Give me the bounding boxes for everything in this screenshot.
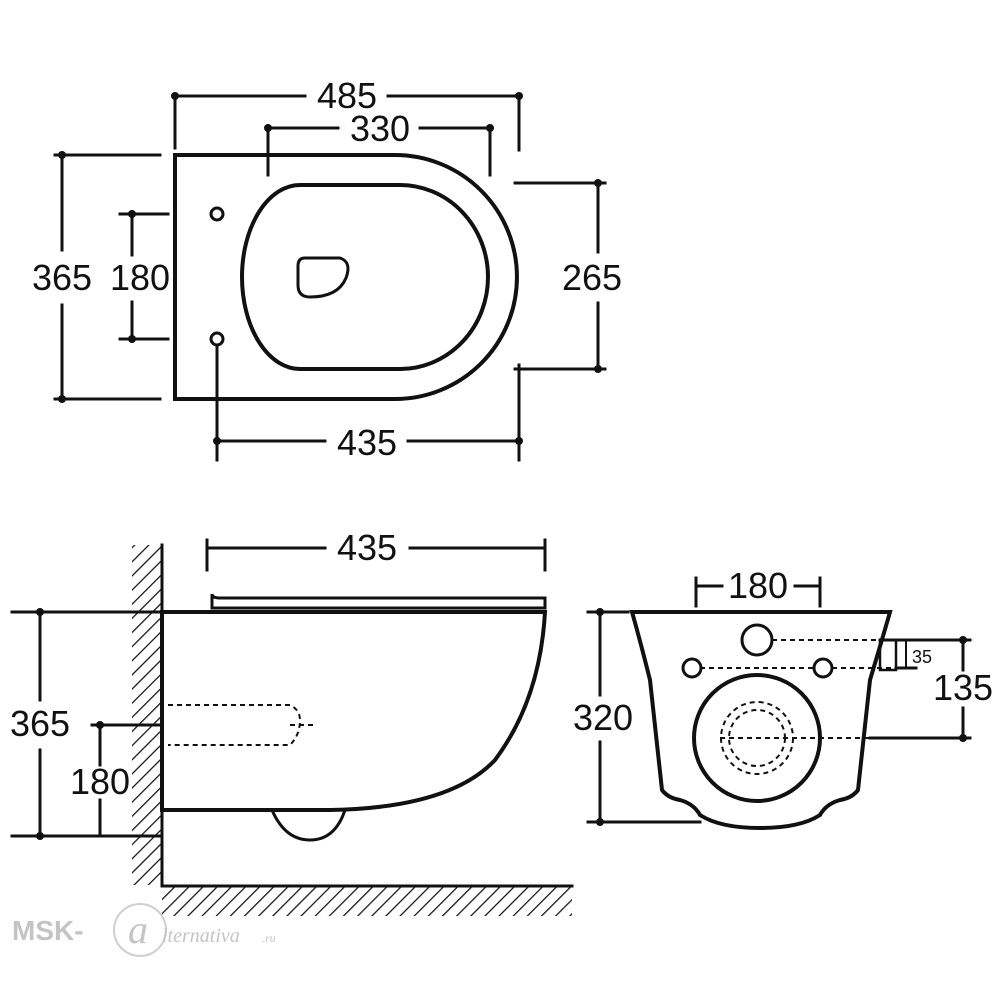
dim-135-label: 135 — [933, 667, 993, 708]
dim-180-front: 180 — [694, 565, 822, 608]
dim-180-top-label: 180 — [110, 257, 170, 298]
watermark-suffix: .ru — [262, 931, 276, 945]
dim-435-side-label: 435 — [337, 527, 397, 568]
dim-180-side-label: 180 — [70, 761, 130, 802]
dim-320: 320 — [573, 608, 702, 826]
front-view-outline — [629, 610, 893, 831]
dim-180-side: 180 — [70, 721, 162, 838]
dim-330: 330 — [264, 108, 494, 177]
dim-485: 485 — [171, 75, 523, 152]
watermark-logo-letter: a — [128, 907, 148, 952]
wall-hatch — [132, 545, 162, 885]
dim-365-top-label: 365 — [32, 257, 92, 298]
dim-330-label: 330 — [350, 108, 410, 149]
dim-320-label: 320 — [573, 697, 633, 738]
dim-180-front-label: 180 — [728, 565, 788, 606]
seat-lid — [210, 593, 547, 610]
side-view-bowl — [160, 610, 548, 812]
dim-35-label: 35 — [912, 647, 932, 667]
outlet-curve — [270, 808, 347, 842]
dim-435-top: 435 — [213, 343, 523, 463]
watermark-brand: MSK- — [12, 915, 84, 946]
watermark-logo-icon — [113, 903, 167, 957]
watermark: MSK- a lternativa .ru — [12, 903, 276, 957]
watermark-text: lternativa — [162, 925, 240, 947]
dim-365-side-label: 365 — [10, 703, 70, 744]
dim-180-top: 180 — [110, 210, 170, 343]
flush-outlet — [296, 256, 350, 299]
dim-485-label: 485 — [317, 75, 377, 116]
side-view: 435 365 180 — [10, 527, 574, 916]
dim-435-top-label: 435 — [337, 422, 397, 463]
dim-265: 265 — [513, 179, 622, 373]
inlet-pipe — [168, 704, 302, 746]
dim-365-top: 365 — [32, 151, 162, 403]
top-view-bowl — [240, 183, 490, 371]
dim-35: 35 — [878, 638, 972, 672]
mounting-hole-top — [209, 206, 225, 222]
dim-265-label: 265 — [562, 257, 622, 298]
top-view: 485 330 365 — [32, 75, 622, 463]
dim-435-side: 435 — [205, 527, 547, 572]
front-view: 180 320 35 135 — [573, 565, 993, 831]
dim-365-side: 365 — [10, 608, 162, 840]
dim-135: 135 — [868, 636, 993, 742]
floor-hatch — [162, 886, 572, 916]
